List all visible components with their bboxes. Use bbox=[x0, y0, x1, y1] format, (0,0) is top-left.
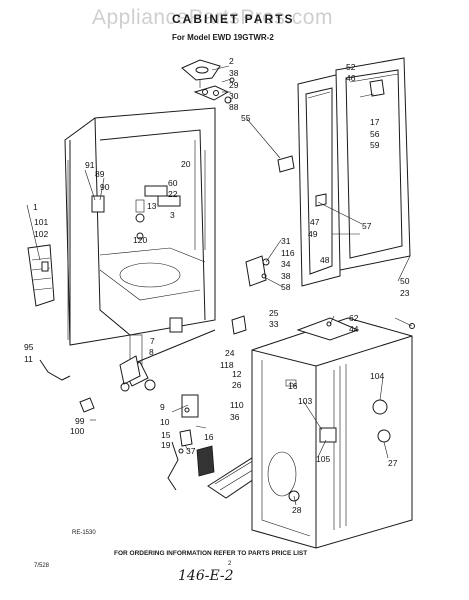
callout-20: 20 bbox=[181, 159, 191, 169]
callout-52: 52 bbox=[346, 62, 356, 72]
callout-labels: 2 38 29 30 88 55 20 60 22 13 3 120 91 89… bbox=[24, 56, 410, 515]
callout-29: 29 bbox=[229, 80, 239, 90]
ordering-note: FOR ORDERING INFORMATION REFER TO PARTS … bbox=[114, 550, 308, 557]
callout-38: 38 bbox=[229, 68, 239, 78]
leader-lines bbox=[26, 65, 413, 506]
inner-liner bbox=[251, 317, 415, 549]
callout-1: 1 bbox=[33, 202, 38, 212]
callout-11: 11 bbox=[24, 354, 33, 364]
callout-58: 58 bbox=[281, 282, 291, 292]
callout-50: 50 bbox=[400, 276, 410, 286]
callout-118: 118 bbox=[220, 360, 234, 370]
callout-47: 47 bbox=[310, 217, 320, 227]
callout-88: 88 bbox=[229, 102, 239, 112]
callout-95: 95 bbox=[24, 342, 34, 352]
callout-16-b: 16 bbox=[288, 381, 298, 391]
callout-102: 102 bbox=[34, 229, 48, 239]
callout-37: 37 bbox=[186, 446, 196, 456]
divider-brackets bbox=[231, 155, 295, 335]
callout-90: 90 bbox=[100, 182, 110, 192]
callout-30: 30 bbox=[229, 91, 239, 101]
callout-7: 7 bbox=[150, 336, 155, 346]
callout-34: 34 bbox=[281, 259, 291, 269]
model-subtitle: For Model EWD 19GTWR-2 bbox=[172, 33, 274, 42]
handwritten-note: 146-E-2 bbox=[178, 568, 234, 584]
callout-26: 26 bbox=[232, 380, 242, 390]
callout-104: 104 bbox=[370, 371, 384, 381]
callout-116: 116 bbox=[281, 248, 295, 258]
callout-12: 12 bbox=[232, 369, 242, 379]
callout-24: 24 bbox=[225, 348, 235, 358]
callout-17: 17 bbox=[370, 117, 380, 127]
callout-23: 23 bbox=[400, 288, 410, 298]
callout-91: 91 bbox=[85, 160, 95, 170]
top-hinge bbox=[181, 59, 235, 104]
callout-10: 10 bbox=[160, 417, 170, 427]
callout-36: 36 bbox=[230, 412, 240, 422]
callout-8: 8 bbox=[149, 347, 154, 357]
callout-99: 99 bbox=[75, 416, 85, 426]
callout-27: 27 bbox=[388, 458, 398, 468]
callout-25: 25 bbox=[269, 308, 279, 318]
page-number: 2 bbox=[228, 561, 232, 567]
callout-55: 55 bbox=[241, 113, 251, 123]
callout-19: 19 bbox=[161, 440, 171, 450]
callout-15: 15 bbox=[161, 430, 171, 440]
watermark: AppliancePartsPros.com bbox=[92, 6, 333, 29]
callout-57: 57 bbox=[362, 221, 372, 231]
callout-105: 105 bbox=[316, 454, 330, 464]
cabinet-shell bbox=[64, 107, 216, 366]
callout-31: 31 bbox=[281, 236, 291, 246]
door-gasket-frame bbox=[297, 57, 411, 287]
diagram-code: RE-1530 bbox=[72, 530, 96, 536]
callout-44: 44 bbox=[349, 324, 359, 334]
callout-49: 49 bbox=[308, 229, 318, 239]
callout-28: 28 bbox=[292, 505, 302, 515]
callout-101: 101 bbox=[34, 217, 48, 227]
callout-22: 22 bbox=[168, 189, 178, 199]
callout-103: 103 bbox=[298, 396, 312, 406]
callout-2: 2 bbox=[229, 56, 234, 66]
callout-13: 13 bbox=[147, 201, 157, 211]
diagram-title: CABINET PARTS bbox=[172, 12, 295, 26]
callout-56: 56 bbox=[370, 129, 380, 139]
callout-9: 9 bbox=[160, 402, 165, 412]
callout-89: 89 bbox=[95, 169, 105, 179]
callout-38-b: 38 bbox=[281, 271, 291, 281]
cabinet-side-panel bbox=[27, 244, 55, 307]
cabinet-internal-parts bbox=[41, 185, 183, 333]
corner-code: 7/528 bbox=[34, 563, 50, 569]
callout-60: 60 bbox=[168, 178, 178, 188]
callout-3: 3 bbox=[170, 210, 175, 220]
callout-62: 62 bbox=[349, 313, 359, 323]
callout-59: 59 bbox=[370, 140, 380, 150]
callout-46: 46 bbox=[346, 73, 356, 83]
callout-100: 100 bbox=[70, 426, 84, 436]
callout-110: 110 bbox=[230, 400, 244, 410]
callout-16: 16 bbox=[204, 432, 214, 442]
callout-33: 33 bbox=[269, 319, 279, 329]
callout-120: 120 bbox=[133, 235, 147, 245]
callout-48: 48 bbox=[320, 255, 330, 265]
